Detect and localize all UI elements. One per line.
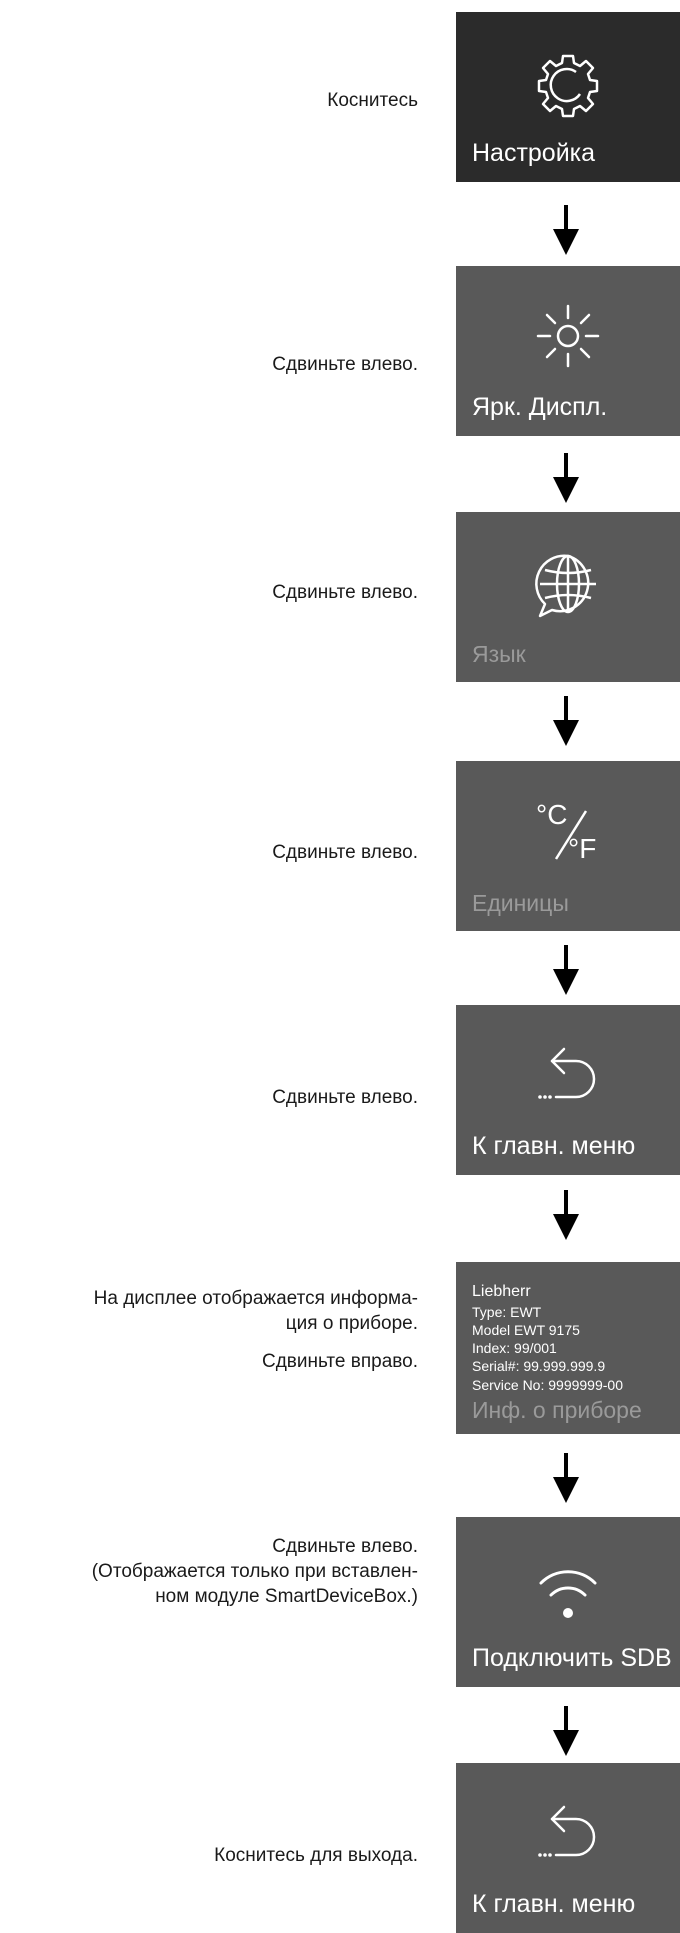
brightness-panel[interactable]: Ярк. Диспл. xyxy=(456,266,680,436)
down-arrow-icon xyxy=(553,1190,579,1240)
exit-main-menu-panel[interactable]: К главн. меню xyxy=(456,1763,680,1933)
panel-label: Настройка xyxy=(472,139,596,167)
instruction-text: Сдвиньте влево. xyxy=(272,842,418,863)
instruction-text: Сдвиньте влево. xyxy=(272,1087,418,1108)
globe-chat-icon xyxy=(456,548,680,624)
sun-icon xyxy=(456,300,680,372)
panel-label: К главн. меню xyxy=(472,1132,636,1160)
down-arrow-icon xyxy=(553,945,579,995)
instruction-text: Коснитесь xyxy=(327,90,418,111)
connect-sdb-panel[interactable]: Подключить SDB xyxy=(456,1517,680,1687)
instruction-step-6: На дисплее отображается информа- ция о п… xyxy=(94,1286,418,1374)
down-arrow-icon xyxy=(553,453,579,503)
celsius-fahrenheit-icon: °C °F xyxy=(456,799,680,869)
panel-label: Язык xyxy=(472,641,526,667)
down-arrow-icon xyxy=(553,696,579,746)
instruction-text: Сдвиньте вправо. xyxy=(262,1351,418,1373)
instruction-text: ном модуле SmartDeviceBox.) xyxy=(155,1586,418,1608)
instruction-step-1: Коснитесь xyxy=(327,88,418,113)
gear-icon xyxy=(456,50,680,120)
fahrenheit-glyph: °F xyxy=(568,833,597,864)
device-info: Liebherr Type: EWT Model EWT 9175 Index:… xyxy=(472,1282,623,1394)
instruction-step-5: Сдвиньте влево. xyxy=(272,1085,418,1110)
device-info-panel[interactable]: Liebherr Type: EWT Model EWT 9175 Index:… xyxy=(456,1262,680,1434)
units-panel[interactable]: °C °F Единицы xyxy=(456,761,680,931)
instruction-text: Сдвиньте влево. xyxy=(272,582,418,603)
settings-panel[interactable]: Настройка xyxy=(456,12,680,182)
panel-label: Ярк. Диспл. xyxy=(472,393,608,421)
instruction-step-2: Сдвиньте влево. xyxy=(272,352,418,377)
device-info-line: Liebherr xyxy=(472,1283,531,1300)
wifi-icon xyxy=(456,1563,680,1625)
panel-label: Инф. о приборе xyxy=(472,1397,642,1423)
down-arrow-icon xyxy=(553,1706,579,1756)
instruction-text: (Отображается только при вставлен- xyxy=(91,1561,418,1583)
instruction-step-3: Сдвиньте влево. xyxy=(272,580,418,605)
main-menu-panel[interactable]: К главн. меню xyxy=(456,1005,680,1175)
back-arrow-icon xyxy=(456,1803,680,1873)
device-info-line: Serial#: 99.999.999.9 xyxy=(472,1358,606,1375)
panel-label: Подключить SDB xyxy=(472,1644,672,1672)
panel-label: К главн. меню xyxy=(472,1890,636,1918)
language-panel[interactable]: Язык xyxy=(456,512,680,682)
instruction-text: На дисплее отображается информа- xyxy=(93,1288,418,1309)
panel-label: Единицы xyxy=(472,890,569,916)
device-info-line: Service No: 9999999-00 xyxy=(472,1376,623,1393)
instruction-text: Сдвиньте влево. xyxy=(272,354,418,375)
device-info-line: Model EWT 9175 xyxy=(472,1321,580,1338)
down-arrow-icon xyxy=(553,1453,579,1503)
instruction-text: ция о приборе. xyxy=(285,1313,418,1335)
instruction-step-8: Коснитесь для выхода. xyxy=(214,1843,418,1868)
instruction-step-7: Сдвиньте влево. (Отображается только при… xyxy=(92,1534,418,1609)
instruction-step-4: Сдвиньте влево. xyxy=(272,840,418,865)
device-info-line: Type: EWT xyxy=(472,1303,542,1320)
instruction-text: Коснитесь для выхода. xyxy=(214,1845,418,1866)
instruction-text: Сдвиньте влево. xyxy=(272,1536,418,1557)
device-info-line: Index: 99/001 xyxy=(472,1340,557,1357)
celsius-glyph: °C xyxy=(536,799,568,830)
down-arrow-icon xyxy=(553,205,579,255)
back-arrow-icon xyxy=(456,1045,680,1115)
